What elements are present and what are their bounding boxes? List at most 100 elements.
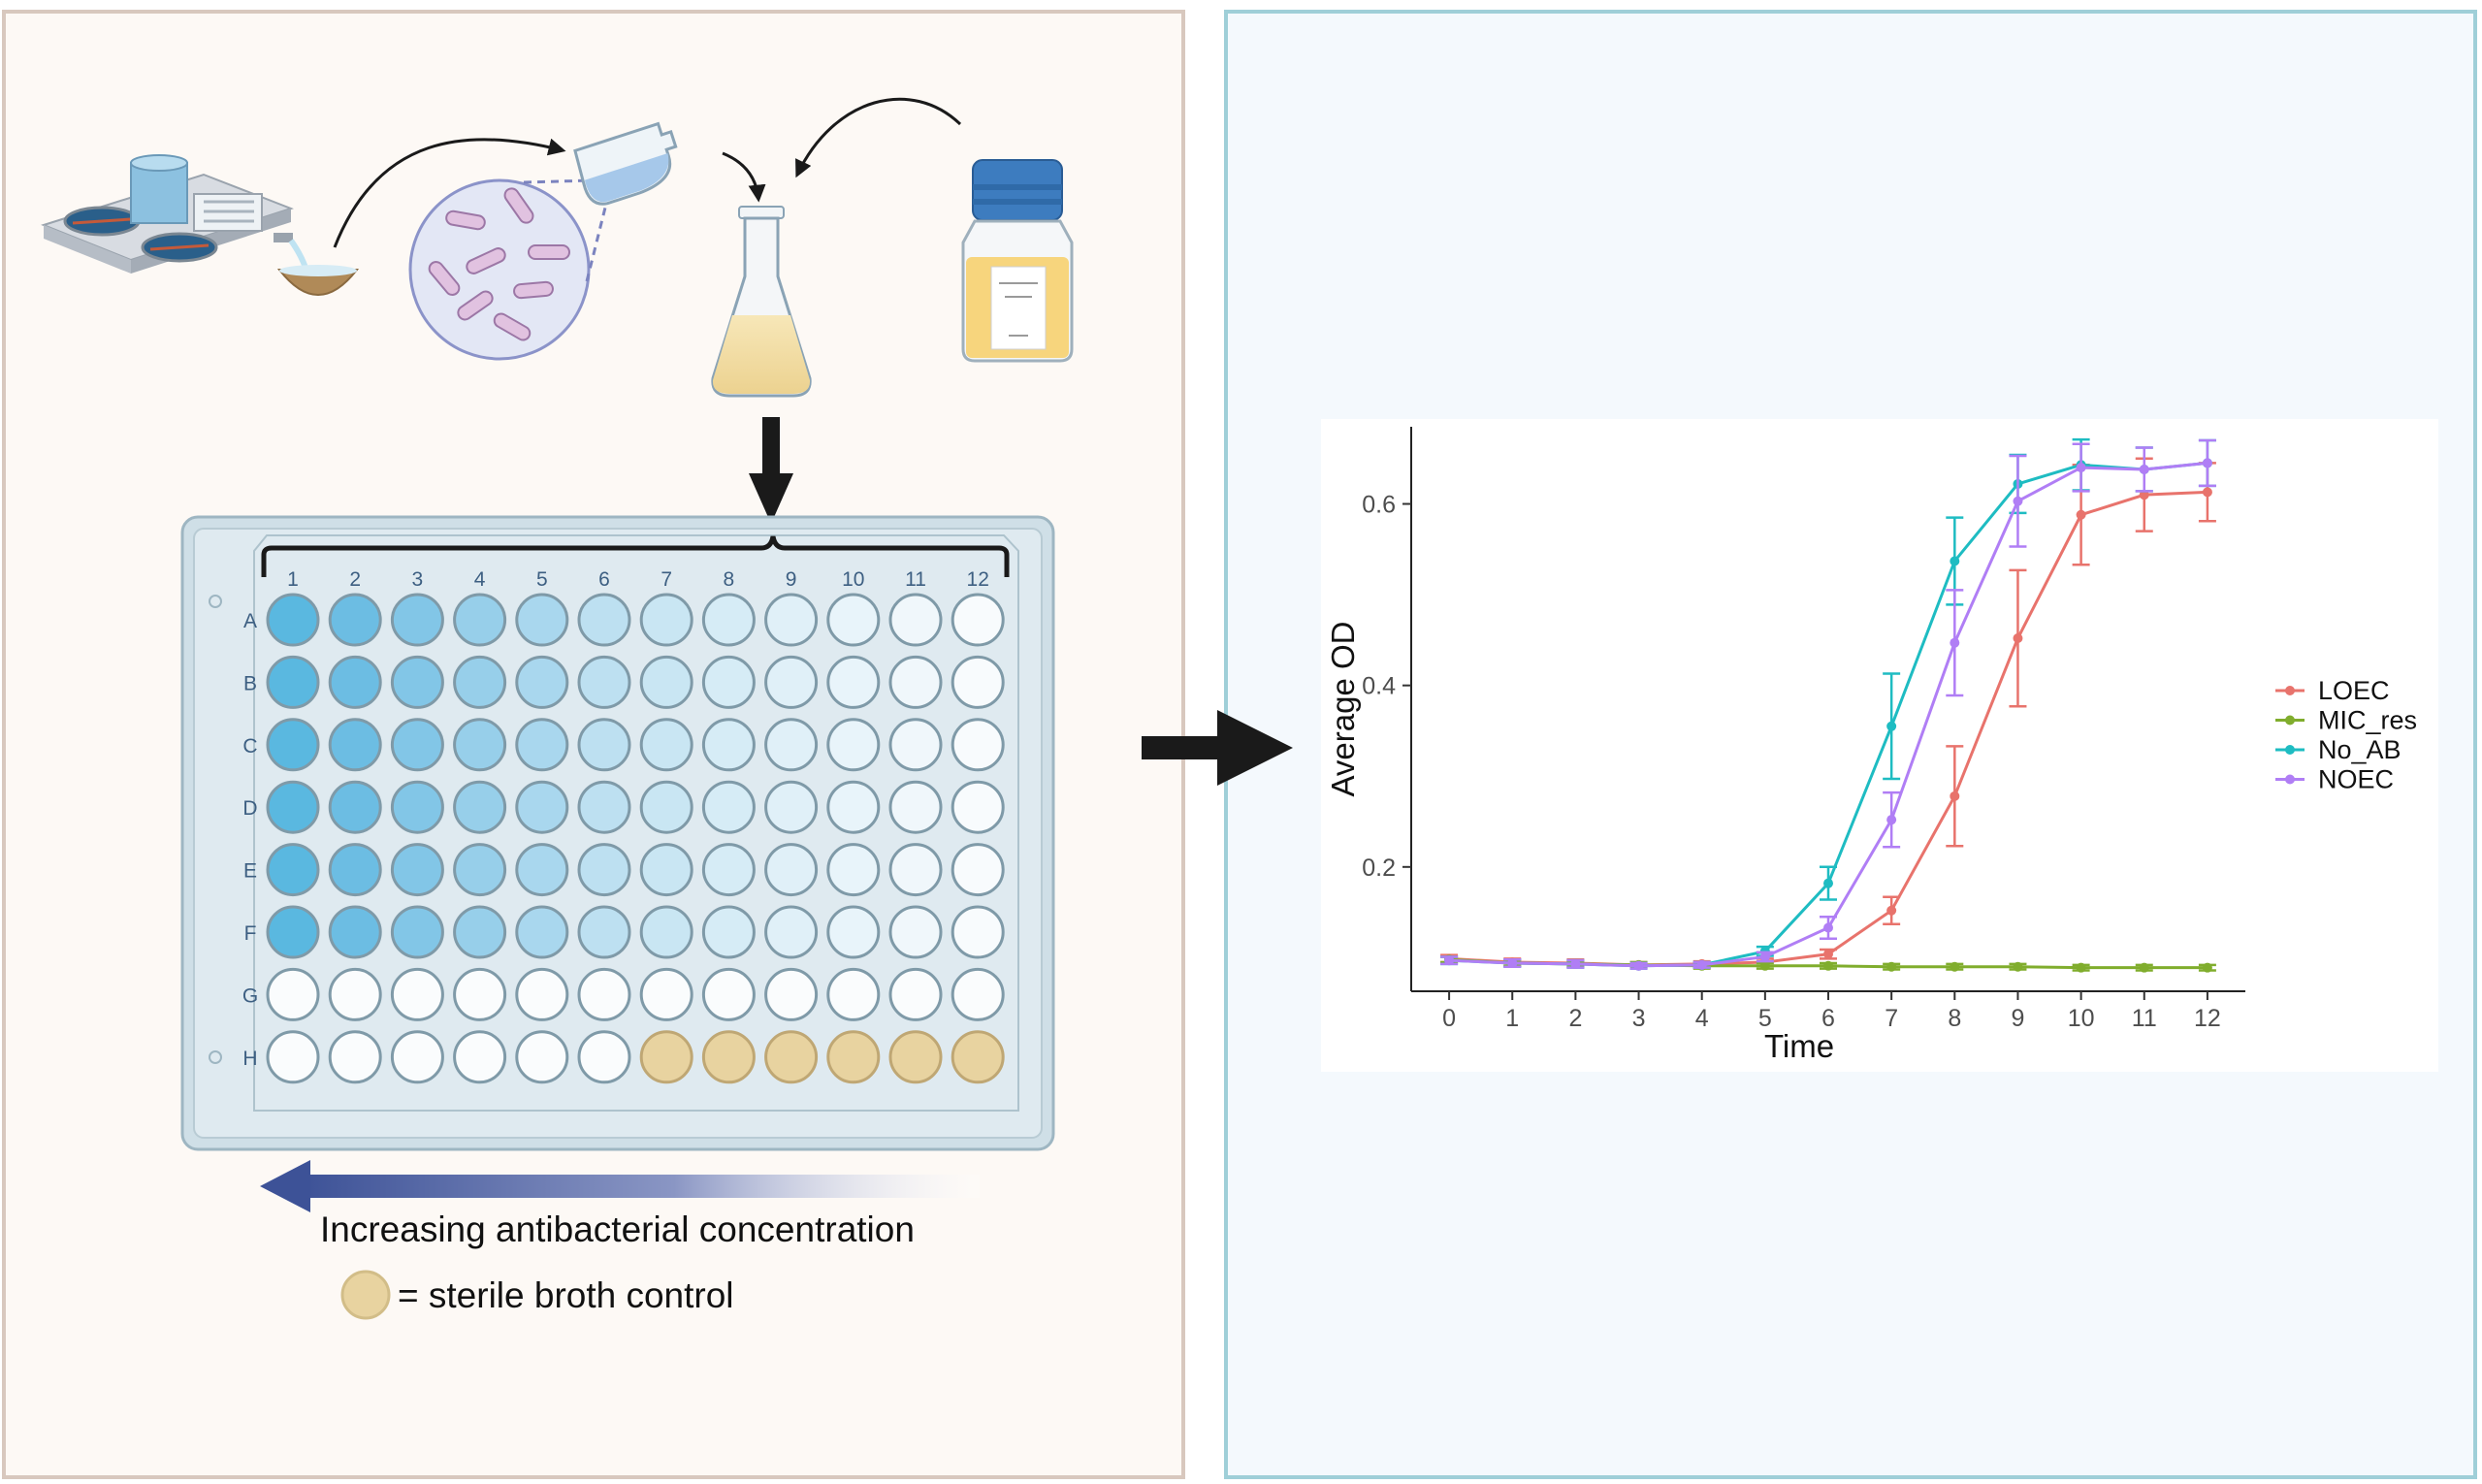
data-point (1696, 959, 1707, 970)
well (266, 718, 320, 772)
well (266, 780, 320, 834)
plate-column-label: 9 (786, 568, 797, 591)
well (826, 967, 881, 1021)
well (764, 905, 819, 959)
well (951, 780, 1005, 834)
data-point (1886, 905, 1897, 916)
well (701, 718, 756, 772)
data-point (1886, 721, 1897, 731)
well (328, 905, 382, 959)
well (390, 843, 444, 897)
well (764, 655, 819, 709)
down-arrow (749, 417, 793, 524)
plate-row-label: B (243, 672, 257, 694)
plate-row-label: H (242, 1048, 257, 1070)
well (764, 780, 819, 834)
well (266, 593, 320, 647)
x-tick-label: 8 (1948, 1005, 1961, 1032)
well (888, 967, 943, 1021)
well (639, 655, 693, 709)
plate-row-label: D (242, 797, 257, 820)
plate-wells (266, 593, 1005, 1084)
data-point (1823, 949, 1833, 959)
well (453, 1030, 507, 1084)
well (951, 593, 1005, 647)
well (515, 655, 569, 709)
y-tick-label: 0.2 (1362, 855, 1396, 882)
x-tick-label: 3 (1632, 1005, 1646, 1032)
data-point (1633, 960, 1644, 971)
chart-background (1321, 419, 2438, 1072)
well (639, 780, 693, 834)
well (701, 843, 756, 897)
plate-column-label: 4 (474, 568, 486, 591)
x-tick-label: 11 (2132, 1005, 2157, 1032)
x-tick-label: 6 (1821, 1005, 1835, 1032)
data-point (1886, 961, 1897, 972)
series-NOEC (1440, 438, 2216, 971)
x-tick-label: 5 (1758, 1005, 1772, 1032)
well (577, 967, 631, 1021)
well (266, 843, 320, 897)
gradient-arrow-label: Increasing antibacterial concentration (320, 1210, 915, 1249)
pour-arrow (722, 151, 766, 203)
gradient-arrow (260, 1160, 980, 1212)
legend-key-dot (2285, 715, 2295, 726)
control-well (826, 1030, 881, 1084)
plate-row-label: C (242, 735, 257, 758)
well (639, 843, 693, 897)
well (888, 593, 943, 647)
well (764, 593, 819, 647)
plate-column-label: 5 (536, 568, 548, 591)
well (639, 593, 693, 647)
well (515, 905, 569, 959)
data-point (2076, 509, 2086, 520)
well (577, 655, 631, 709)
plate-column-label: 6 (598, 568, 610, 591)
plate-column-label: 1 (287, 568, 299, 591)
plate-column-label: 2 (349, 568, 361, 591)
well (701, 780, 756, 834)
well (266, 655, 320, 709)
data-point (2076, 463, 2086, 473)
well (951, 843, 1005, 897)
legend-label: NOEC (2318, 765, 2394, 794)
well (328, 967, 382, 1021)
plate-column-label: 12 (967, 568, 989, 591)
well (453, 718, 507, 772)
well (390, 655, 444, 709)
data-point (1759, 952, 1770, 962)
x-tick-label: 9 (2012, 1005, 2025, 1032)
x-axis-label: Time (1764, 1028, 1834, 1064)
data-point (1823, 960, 1833, 971)
well (390, 967, 444, 1021)
well (639, 718, 693, 772)
plate-row-label: A (243, 610, 257, 632)
plate-column-label: 8 (724, 568, 735, 591)
x-tick-label: 0 (1442, 1005, 1456, 1032)
y-tick-label: 0.6 (1362, 492, 1396, 519)
legend-key-dot (2285, 774, 2295, 785)
legend-label: LOEC (2318, 676, 2390, 705)
plate-row-label: F (244, 922, 257, 945)
data-point (2202, 487, 2212, 498)
legend-label: No_AB (2318, 735, 2401, 764)
y-tick-label: 0.4 (1362, 673, 1396, 700)
control-well (951, 1030, 1005, 1084)
y-axis-label: Average OD (1325, 622, 1361, 797)
well (639, 905, 693, 959)
magnify-line-top (523, 178, 593, 184)
well (826, 593, 881, 647)
control-well (701, 1030, 756, 1084)
well (390, 593, 444, 647)
well (515, 1030, 569, 1084)
well (328, 718, 382, 772)
plate-column-label: 11 (905, 568, 926, 591)
well (951, 905, 1005, 959)
data-point (2139, 962, 2149, 973)
